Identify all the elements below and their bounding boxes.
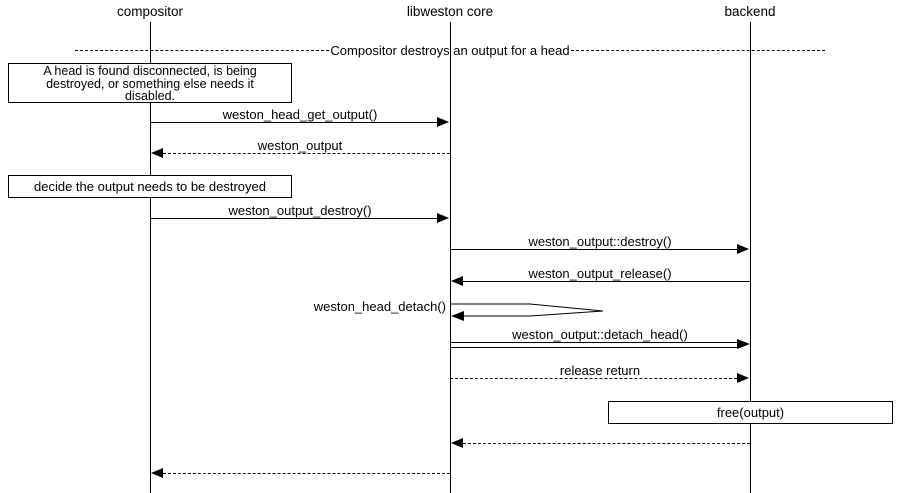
message-line <box>163 153 450 154</box>
arrowhead-right-icon <box>437 213 449 223</box>
message-label-weston-output-destroy-vfunc: weston_output::destroy() <box>528 234 672 249</box>
divider-label: Compositor destroys an output for a head <box>330 42 570 58</box>
message-label-weston-output-destroy: weston_output_destroy() <box>228 203 372 218</box>
lifeline-compositor <box>150 22 151 493</box>
lifeline-backend <box>750 22 751 493</box>
message-line <box>450 342 737 343</box>
message-line <box>463 281 750 282</box>
note-line: A head is found disconnected, is being <box>43 64 257 78</box>
message-label-weston-head-get-output: weston_head_get_output() <box>222 107 378 122</box>
note-line: disabled. <box>124 89 176 104</box>
message-label-weston-output-detach-head: weston_output::detach_head() <box>512 327 688 342</box>
arrowhead-right-icon <box>737 373 749 383</box>
actor-libweston-core: libweston core <box>406 4 494 19</box>
note-decide-destroy: decide the output needs to be destroyed <box>8 175 292 198</box>
lifeline-libweston-core <box>450 22 451 493</box>
arrowhead-right-icon <box>437 117 449 127</box>
arrowhead-left-icon <box>151 148 163 158</box>
note-head-disconnected: A head is found disconnected, is being d… <box>8 63 292 103</box>
arrowhead-left-icon <box>151 468 163 478</box>
message-line <box>150 218 437 219</box>
self-message-loop-icon <box>450 303 604 321</box>
message-label-release-return: release return <box>559 363 641 378</box>
arrowhead-right-icon <box>737 339 750 349</box>
divider-line-left <box>75 50 330 51</box>
arrowhead-right-icon <box>737 244 749 254</box>
divider: Compositor destroys an output for a head <box>75 42 826 58</box>
message-line <box>163 473 450 474</box>
message-line <box>150 122 437 123</box>
message-label-weston-output: weston_output <box>257 138 343 153</box>
message-line <box>450 249 737 250</box>
message-line <box>450 378 737 379</box>
message-label-weston-head-detach: weston_head_detach() <box>313 299 446 314</box>
message-line <box>450 347 737 348</box>
actor-compositor: compositor <box>116 4 184 19</box>
message-line <box>463 443 750 444</box>
note-line: destroyed, or something else needs it <box>46 76 254 91</box>
actor-backend: backend <box>724 4 776 19</box>
arrowhead-left-icon <box>451 276 463 286</box>
arrowhead-left-icon <box>451 438 463 448</box>
message-label-weston-output-release: weston_output_release() <box>528 266 672 281</box>
divider-line-right <box>570 50 826 51</box>
note-free-output: free(output) <box>608 401 893 424</box>
